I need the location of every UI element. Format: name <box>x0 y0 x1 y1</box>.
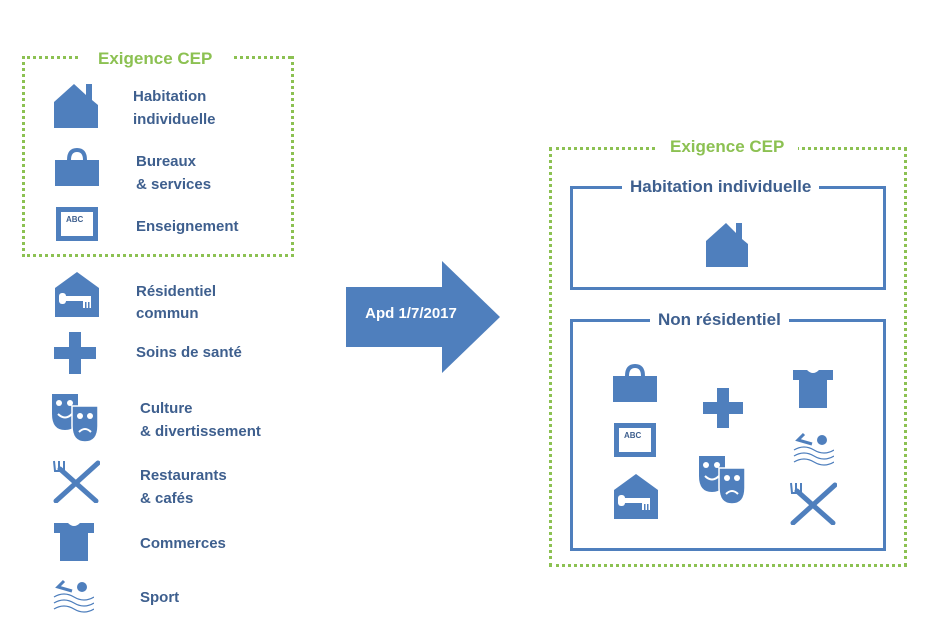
cross-icon <box>703 388 743 428</box>
blackboard-abc-icon: ABC <box>56 207 98 241</box>
swimmer-icon <box>53 579 94 613</box>
label-sport: Sport <box>140 589 180 606</box>
non-residentiel-box-title: Non résidentiel <box>650 310 789 330</box>
label-residentiel-line1: Résidentiel <box>136 283 217 300</box>
theater-masks-icon <box>52 394 99 443</box>
label-enseignement: Enseignement <box>136 218 239 235</box>
abc-text: ABC <box>624 431 642 440</box>
theater-masks-icon <box>699 456 746 505</box>
label-bureaux-line2: & services <box>136 176 212 193</box>
right-group-title: Exigence CEP <box>656 137 799 157</box>
label-habitation-line1: Habitation <box>133 88 207 105</box>
briefcase-icon <box>613 364 657 402</box>
arrow-right-icon <box>346 261 500 373</box>
label-soins: Soins de santé <box>136 344 242 361</box>
house-key-icon <box>55 272 99 317</box>
left-cep-group-border <box>22 56 294 257</box>
fork-knife-icon <box>790 482 837 525</box>
label-commerces: Commerces <box>140 535 226 552</box>
label-residentiel-line2: commun <box>136 305 199 322</box>
house-icon <box>706 223 748 267</box>
tshirt-icon <box>54 523 94 561</box>
left-top-border-segment <box>234 56 291 59</box>
habitation-box-title: Habitation individuelle <box>622 177 820 197</box>
label-culture-line2: & divertissement <box>140 423 261 440</box>
label-habitation-line2: individuelle <box>133 111 216 128</box>
cross-icon <box>54 332 96 374</box>
label-restaurants-line2: & cafés <box>140 490 194 507</box>
swimmer-icon <box>793 432 834 466</box>
arrow-label: Apd 1/7/2017 <box>365 305 457 322</box>
label-culture-line1: Culture <box>140 400 193 417</box>
label-bureaux-line1: Bureaux <box>136 153 197 170</box>
left-group-title: Exigence CEP <box>98 49 213 68</box>
label-restaurants-line1: Restaurants <box>140 467 227 484</box>
house-key-icon <box>614 474 658 519</box>
blackboard-abc-icon: ABC <box>614 423 656 457</box>
left-top-border-segment <box>22 56 78 59</box>
tshirt-icon <box>793 370 833 408</box>
abc-text: ABC <box>66 215 84 224</box>
house-icon <box>54 84 98 128</box>
fork-knife-icon <box>53 460 100 503</box>
briefcase-icon <box>55 148 99 186</box>
